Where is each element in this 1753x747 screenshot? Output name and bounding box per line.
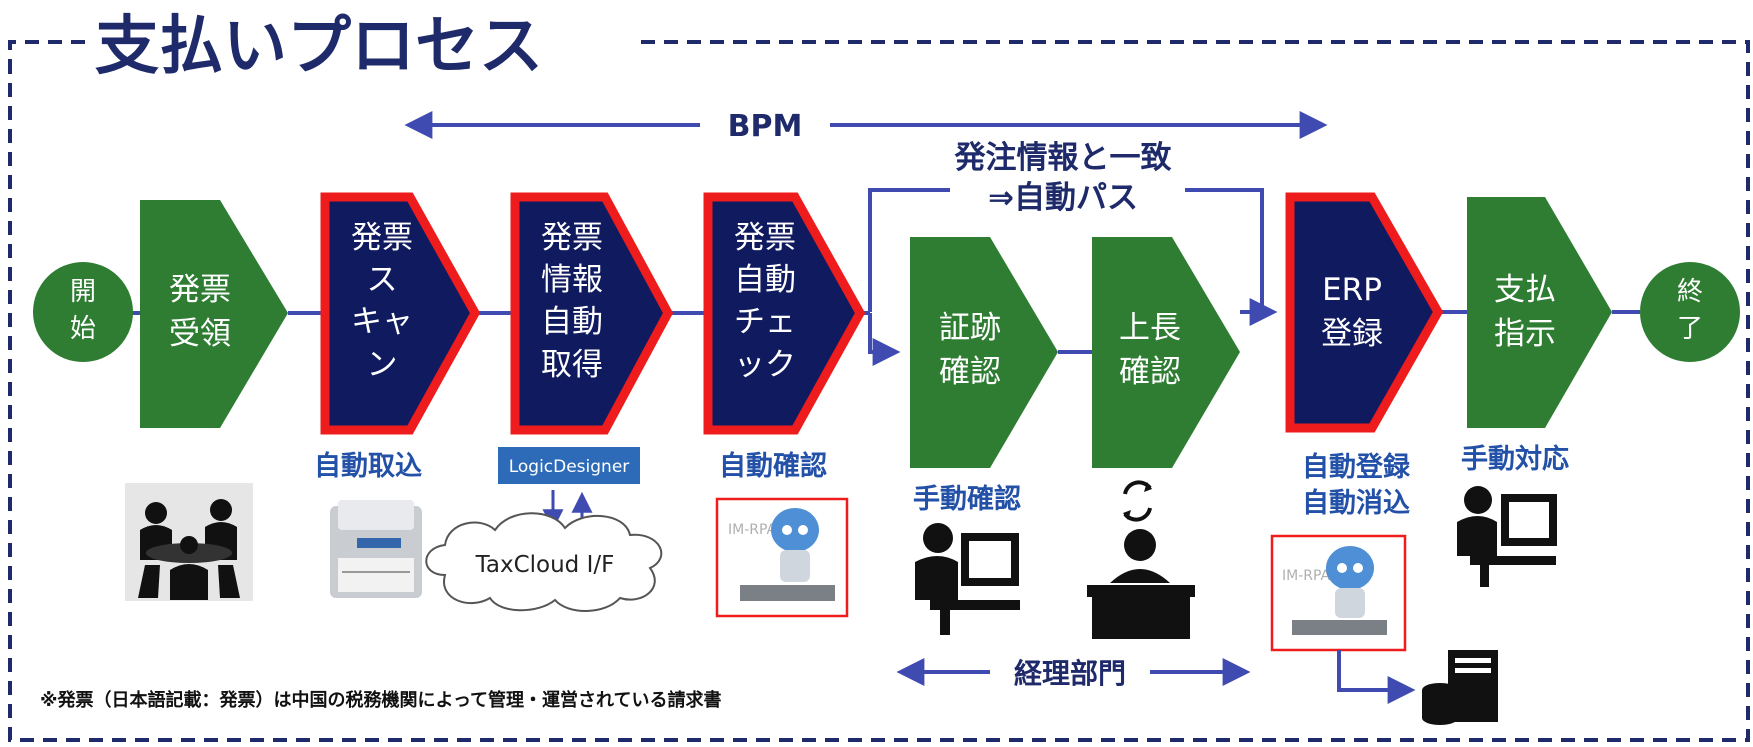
step-receive — [140, 200, 288, 428]
flow-connectors — [128, 310, 1640, 366]
step-boss — [1092, 237, 1240, 468]
step-evidence-line-1: 証跡 — [939, 310, 1001, 346]
start-label-2: 始 — [70, 314, 96, 344]
manager-icon — [1087, 529, 1195, 639]
step-evidence-line-2: 確認 — [939, 354, 1001, 390]
bpm-label: BPM — [728, 109, 803, 144]
robot-icon-erp: IM-RPA — [1270, 534, 1407, 652]
server-database-icon — [1422, 650, 1498, 725]
dept-label: 経理部門 — [1014, 657, 1126, 690]
step-erp-line-1: ERP — [1322, 272, 1382, 308]
meeting-people-icon — [125, 483, 253, 601]
end-label-1: 終 — [1677, 277, 1703, 307]
end-node — [1640, 262, 1740, 362]
step-scan-line-3: キャ — [351, 304, 413, 340]
step-receive-line-2: 受領 — [169, 316, 231, 352]
bypass-line — [868, 188, 1264, 312]
step-payment-line-1: 支払 — [1494, 272, 1556, 308]
footnote: ※発票（日本語記載：発票）は中国の税務機関によって管理・運営されている請求書 — [40, 689, 722, 711]
caption-auto-confirm: 自動確認 — [719, 450, 827, 482]
step-fetch-line-3: 自動 — [541, 304, 603, 340]
step-receive-line-1: 発票 — [169, 272, 231, 308]
step-scan-line-1: 発票 — [351, 220, 413, 256]
erp-to-server-line — [1337, 650, 1416, 704]
step-payment-line-2: 指示 — [1494, 316, 1556, 352]
step-erp-line-2: 登録 — [1321, 316, 1383, 352]
refresh-icon — [1123, 480, 1152, 522]
caption-auto-import: 自動取込 — [314, 450, 422, 482]
step-autocheck-line-2: 自動 — [734, 262, 796, 298]
svg-text:IM-RPA: IM-RPA — [1282, 568, 1331, 584]
step-scan-line-4: ン — [367, 347, 398, 383]
step-autocheck-line-3: チェ — [734, 304, 796, 340]
start-label-1: 開 — [70, 277, 96, 307]
taxcloud-cloud — [425, 512, 663, 612]
step-fetch — [510, 192, 674, 435]
logic-designer-label: LogicDesigner — [509, 457, 630, 477]
robot-icon: IM-RPA — [715, 497, 849, 618]
step-evidence — [910, 237, 1058, 468]
step-payment — [1467, 197, 1612, 428]
caption-manual-confirm: 手動確認 — [913, 483, 1021, 515]
step-erp — [1285, 192, 1444, 433]
logic-designer-box — [498, 447, 640, 484]
step-autocheck — [703, 192, 866, 435]
caption-auto-reconcile: 自動消込 — [1302, 487, 1410, 519]
end-label-2: 了 — [1677, 314, 1703, 344]
step-scan-line-2: ス — [367, 262, 398, 298]
step-autocheck-line-1: 発票 — [734, 220, 796, 256]
office-worker-icon — [915, 523, 1020, 635]
step-fetch-line-4: 取得 — [541, 347, 603, 383]
caption-auto-register: 自動登録 — [1302, 451, 1411, 483]
dashed-frame — [8, 40, 1750, 742]
step-fetch-line-2: 情報 — [541, 262, 603, 298]
page-title: 支払いプロセス — [95, 10, 543, 84]
scanner-icon — [330, 500, 422, 598]
step-boss-line-1: 上長 — [1119, 310, 1181, 346]
step-fetch-line-1: 発票 — [541, 220, 603, 256]
office-worker-icon-payment — [1457, 486, 1557, 587]
caption-manual-response: 手動対応 — [1461, 443, 1569, 475]
step-boss-line-2: 確認 — [1119, 354, 1181, 390]
auto-pass-line2: ⇒自動パス — [988, 180, 1138, 216]
svg-text:IM-RPA: IM-RPA — [728, 522, 777, 538]
step-scan — [320, 192, 481, 435]
taxcloud-label: TaxCloud I/F — [475, 552, 615, 578]
step-autocheck-line-4: ック — [734, 347, 796, 383]
auto-pass-line1: 発注情報と一致 — [954, 140, 1172, 176]
start-node — [33, 262, 133, 362]
